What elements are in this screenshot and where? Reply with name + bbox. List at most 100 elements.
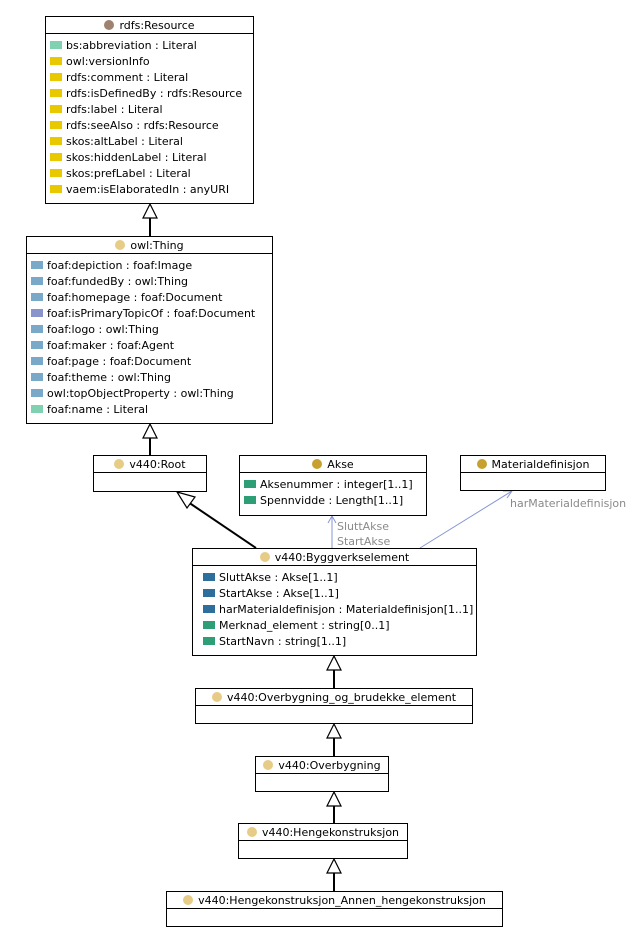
class-title: owl:Thing [130, 238, 184, 252]
attribute-list: Aksenummer : integer[1..1] Spennvidde : … [240, 473, 426, 508]
class-title: v440:Hengekonstruksjon_Annen_hengekonstr… [198, 893, 486, 907]
attribute-text: foaf:theme : owl:Thing [47, 370, 171, 384]
edge-label-slutt-akse: SluttAkse [337, 520, 390, 533]
attribute-icon [31, 309, 43, 317]
class-title: Materialdefinisjon [491, 457, 590, 471]
attribute-row: Aksenummer : integer[1..1] [244, 476, 426, 492]
attribute-icon [50, 73, 62, 81]
class-title: v440:Overbygning_og_brudekke_element [226, 690, 457, 704]
attribute-list: foaf:depiction : foaf:Image foaf:fundedB… [27, 254, 272, 417]
attribute-text: Aksenummer : integer[1..1] [260, 477, 413, 491]
class-icon [263, 760, 274, 770]
attribute-text: skos:hiddenLabel : Literal [66, 150, 207, 164]
attribute-icon [31, 389, 43, 397]
attribute-icon [50, 57, 62, 65]
class-header: v440:Hengekonstruksjon_Annen_hengekonstr… [167, 892, 502, 909]
attribute-text: rdfs:comment : Literal [66, 70, 189, 84]
generalization-arrowhead [326, 790, 342, 807]
attribute-icon [31, 405, 43, 413]
attribute-row: Spennvidde : Length[1..1] [244, 492, 426, 508]
attribute-icon [50, 41, 62, 49]
attribute-icon [31, 277, 43, 285]
attribute-text: foaf:logo : owl:Thing [47, 322, 159, 336]
attribute-icon [31, 261, 43, 269]
class-v440-byggverkselement[interactable]: v440:Byggverkselement SluttAkse : Akse[1… [192, 548, 477, 656]
class-akse[interactable]: Akse Aksenummer : integer[1..1] Spennvid… [239, 455, 427, 516]
attribute-text: Spennvidde : Length[1..1] [260, 493, 404, 507]
class-rdfs-resource[interactable]: rdfs:Resource bs:abbreviation : Literal … [45, 16, 254, 204]
class-v440-overbygning-og-brudekke-element[interactable]: v440:Overbygning_og_brudekke_element [195, 688, 473, 724]
class-materialdefinisjon[interactable]: Materialdefinisjon [460, 455, 606, 491]
attribute-row: harMaterialdefinisjon : Materialdefinisj… [203, 601, 476, 617]
attribute-list: SluttAkse : Akse[1..1] StartAkse : Akse[… [193, 566, 476, 649]
attribute-row: foaf:isPrimaryTopicOf : foaf:Document [31, 305, 272, 321]
attribute-icon [50, 169, 62, 177]
class-header: v440:Overbygning [256, 757, 388, 774]
attribute-icon [31, 341, 43, 349]
edge-label-har-materialdefinisjon: harMaterialdefinisjon [510, 497, 627, 510]
attribute-icon [50, 105, 62, 113]
attribute-row: vaem:isElaboratedIn : anyURI [50, 181, 253, 197]
attribute-text: rdfs:isDefinedBy : rdfs:Resource [66, 86, 243, 100]
association-edge-materialdefinisjon [419, 490, 513, 549]
attribute-row: foaf:homepage : foaf:Document [31, 289, 272, 305]
attribute-text: foaf:isPrimaryTopicOf : foaf:Document [47, 306, 256, 320]
attribute-text: skos:altLabel : Literal [66, 134, 183, 148]
attribute-row: owl:versionInfo [50, 53, 253, 69]
generalization-arrowhead [326, 722, 342, 739]
attribute-icon [50, 89, 62, 97]
attribute-row: StartNavn : string[1..1] [203, 633, 476, 649]
attribute-text: foaf:page : foaf:Document [47, 354, 192, 368]
class-icon [259, 552, 270, 562]
class-owl-thing[interactable]: owl:Thing foaf:depiction : foaf:Image fo… [26, 236, 273, 424]
class-v440-root[interactable]: v440:Root [93, 455, 207, 492]
attribute-icon [31, 357, 43, 365]
attribute-text: vaem:isElaboratedIn : anyURI [66, 182, 230, 196]
attribute-row: rdfs:isDefinedBy : rdfs:Resource [50, 85, 253, 101]
attribute-icon [50, 185, 62, 193]
attribute-text: foaf:fundedBy : owl:Thing [47, 274, 189, 288]
attribute-row: rdfs:seeAlso : rdfs:Resource [50, 117, 253, 133]
attribute-icon [31, 293, 43, 301]
attribute-row: foaf:depiction : foaf:Image [31, 257, 272, 273]
class-header: rdfs:Resource [46, 17, 253, 34]
attribute-icon [50, 153, 62, 161]
class-v440-overbygning[interactable]: v440:Overbygning [255, 756, 389, 792]
attribute-text: foaf:depiction : foaf:Image [47, 258, 193, 272]
attribute-row: foaf:theme : owl:Thing [31, 369, 272, 385]
class-v440-hengekonstruksjon[interactable]: v440:Hengekonstruksjon [238, 823, 408, 859]
attribute-text: harMaterialdefinisjon : Materialdefinisj… [219, 602, 474, 616]
attribute-row: foaf:maker : foaf:Agent [31, 337, 272, 353]
class-v440-hengekonstruksjon-annen-hengekonstruksjon[interactable]: v440:Hengekonstruksjon_Annen_hengekonstr… [166, 891, 503, 927]
attribute-row: foaf:logo : owl:Thing [31, 321, 272, 337]
attribute-text: skos:prefLabel : Literal [66, 166, 191, 180]
generalization-arrowhead [326, 857, 342, 874]
generalization-edge [187, 501, 257, 549]
attribute-row: owl:topObjectProperty : owl:Thing [31, 385, 272, 401]
attribute-row: SluttAkse : Akse[1..1] [203, 569, 476, 585]
attribute-row: skos:altLabel : Literal [50, 133, 253, 149]
attribute-text: rdfs:label : Literal [66, 102, 163, 116]
attribute-row: foaf:page : foaf:Document [31, 353, 272, 369]
generalization-arrowhead [142, 202, 158, 219]
generalization-arrowhead [326, 654, 342, 671]
class-icon [115, 240, 126, 250]
attribute-text: StartNavn : string[1..1] [219, 634, 347, 648]
attribute-text: owl:versionInfo [66, 54, 150, 68]
attribute-text: SluttAkse : Akse[1..1] [219, 570, 338, 584]
edge-label-start-akse: StartAkse [337, 535, 391, 548]
class-header: Materialdefinisjon [461, 456, 605, 473]
attribute-icon [31, 325, 43, 333]
attribute-icon [203, 573, 215, 581]
attribute-text: rdfs:seeAlso : rdfs:Resource [66, 118, 219, 132]
class-title: rdfs:Resource [119, 18, 195, 32]
class-header: v440:Root [94, 456, 206, 473]
attribute-row: skos:prefLabel : Literal [50, 165, 253, 181]
class-icon [183, 895, 194, 905]
attribute-row: rdfs:comment : Literal [50, 69, 253, 85]
class-header: v440:Hengekonstruksjon [239, 824, 407, 841]
attribute-row: foaf:name : Literal [31, 401, 272, 417]
class-header: v440:Byggverkselement [193, 549, 476, 566]
class-header: Akse [240, 456, 426, 473]
